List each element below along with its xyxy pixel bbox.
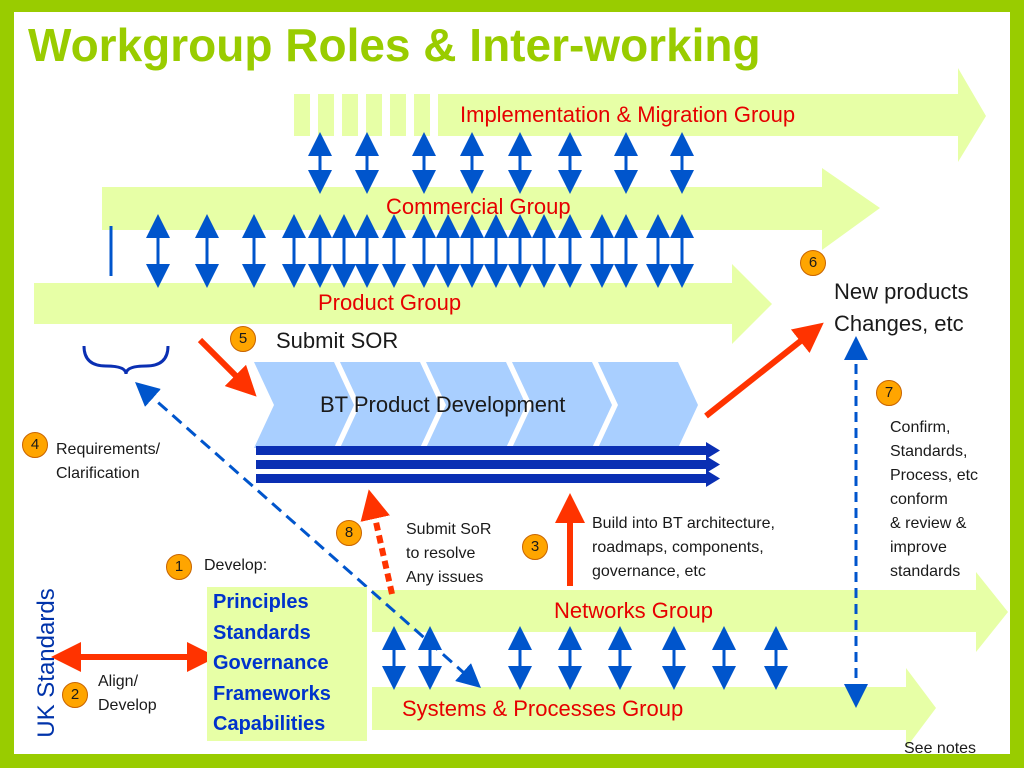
step-badge-3: 3 [522,534,548,560]
build-label: Build into BT architecture, roadmaps, co… [592,515,775,580]
see-notes: See notes [904,740,977,754]
new-products-arrow [704,322,824,419]
diagram-canvas [34,68,1008,748]
curly-brace [82,345,170,375]
uk-standards-label: UK Standards [33,588,60,738]
step-badge-8: 8 [336,520,362,546]
product-group-label: Product Group [318,290,462,315]
step-badge-5: 5 [230,326,256,352]
networks-group-label: Networks Group [554,598,713,623]
systems-networks-arrows [382,626,788,690]
commercial-group-label: Commercial Group [386,194,571,219]
principles-box: Principles Standards Governance Framewor… [207,587,367,741]
step-badge-2: 2 [62,682,88,708]
commercial-implementation-arrows [308,132,694,194]
bt-product-development-label: BT Product Development [320,392,566,417]
submit-sor-arrow [197,337,257,397]
architecture-lines [256,442,720,487]
page-title: Workgroup Roles & Inter-working [28,19,761,71]
align-develop-label: Align/ Develop [98,673,157,714]
requirements-dashed-arrow [135,382,481,688]
principles-item: Principles [213,591,309,613]
product-commercial-arrows [109,214,694,288]
submit-sor-issues-arrow [360,489,395,595]
implementation-band [294,68,986,162]
submit-sor-label: Submit SOR [276,328,399,353]
step-badge-7: 7 [876,380,902,406]
principles-item: Governance [213,652,329,674]
step-badge-6: 6 [800,250,826,276]
develop-label: Develop: [204,557,268,574]
principles-item: Standards [213,621,311,644]
step-badge-4: 4 [22,432,48,458]
requirements-label: Requirements/ Clarification [56,441,161,482]
confirm-standards-label: Confirm, Standards, Process, etc conform… [890,419,979,580]
submit-sor-issues-label: Submit SoR to resolve Any issues [406,521,492,586]
new-products-label: New products Changes, etc [834,279,969,336]
systems-group-label: Systems & Processes Group [402,696,684,721]
implementation-group-label: Implementation & Migration Group [460,102,796,127]
principles-item: Frameworks [213,682,331,705]
slide: Workgroup Roles & Inter-working Implemen… [14,12,1010,754]
step-badge-1: 1 [166,554,192,580]
principles-item: Capabilities [213,713,326,735]
